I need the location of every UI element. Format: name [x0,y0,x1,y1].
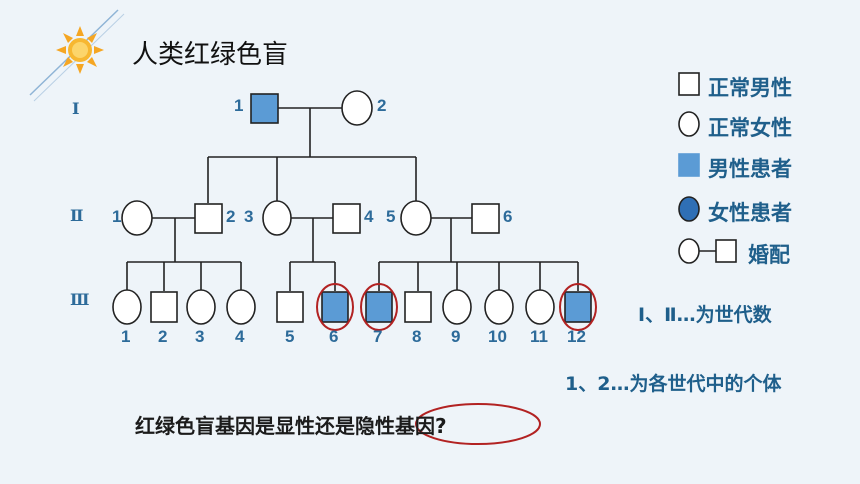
gen1-number-2: 2 [377,96,387,115]
gen3-number-6: 6 [329,327,339,346]
gen3-number-2: 2 [158,327,168,346]
individual-III-12 [564,291,592,323]
gen2-number-6: 6 [503,207,513,226]
individual-II-3 [262,200,292,236]
individual-III-3 [186,289,216,325]
gen3-number-10: 10 [488,327,507,346]
legend-affected-male-label: 男性患者 [708,157,792,181]
generation-label-2: Ⅱ [70,206,84,225]
individual-note: 1、2…为各世代中的个体 [565,373,782,395]
highlight-ring-III-6 [316,283,354,331]
gen3-number-9: 9 [451,327,461,346]
legend-normal-female-symbol [678,111,700,137]
gen3-number-7: 7 [373,327,383,346]
gen3-number-1: 1 [121,327,131,346]
legend-affected-female-label: 女性患者 [708,201,792,225]
generation-label-1: Ⅰ [72,99,80,118]
individual-I-1 [250,93,279,124]
individual-II-4 [332,203,361,234]
individual-II-5 [400,200,432,236]
legend-normal-male-label: 正常男性 [708,76,792,100]
individual-II-6 [471,203,500,234]
legend-affected-male-symbol [678,153,700,177]
pedigree-lines [126,107,579,291]
gen3-number-12: 12 [567,327,586,346]
individual-III-6 [321,291,349,323]
sun-icon [56,26,104,74]
generation-note: Ⅰ、Ⅱ…为世代数 [638,304,772,326]
legend-affected-female-symbol [678,196,700,222]
individual-II-2 [194,203,223,234]
individual-III-7 [365,291,393,323]
individual-III-9 [442,289,472,325]
gen3-number-11: 11 [530,327,548,346]
individual-III-10 [484,289,514,325]
gen2-number-4: 4 [364,207,374,226]
individual-III-1 [112,289,142,325]
individual-III-4 [226,289,256,325]
individual-III-8 [404,291,432,323]
highlight-ring-III-7 [360,283,398,331]
gen2-number-3: 3 [244,207,254,226]
individual-II-1 [121,200,153,236]
highlight-rings [316,283,597,445]
gen3-number-5: 5 [285,327,295,346]
individual-III-2 [150,291,178,323]
legend-marriage-male-symbol [715,239,737,263]
page-title: 人类红绿色盲 [132,40,289,70]
gen3-number-8: 8 [412,327,422,346]
gen3-number-4: 4 [235,327,245,346]
gen3-number-3: 3 [195,327,205,346]
legend-normal-male-symbol [678,72,700,96]
highlight-ring-question [415,403,541,445]
legend-marriage-female-symbol [678,238,700,264]
gen2-number-2: 2 [226,207,236,226]
individual-III-5 [276,291,304,323]
question-text: 红绿色盲基因是显性还是隐性基因? [135,414,447,438]
legend-marriage-label: 婚配 [748,243,790,267]
legend-normal-female-label: 正常女性 [708,116,792,140]
gen1-number-1: 1 [234,96,244,115]
individual-III-11 [525,289,555,325]
gen2-number-5: 5 [386,207,396,226]
gen2-number-1: 1 [112,207,122,226]
highlight-ring-III-12 [559,283,597,331]
individual-I-2 [341,90,373,126]
generation-label-3: Ⅲ [70,290,90,309]
